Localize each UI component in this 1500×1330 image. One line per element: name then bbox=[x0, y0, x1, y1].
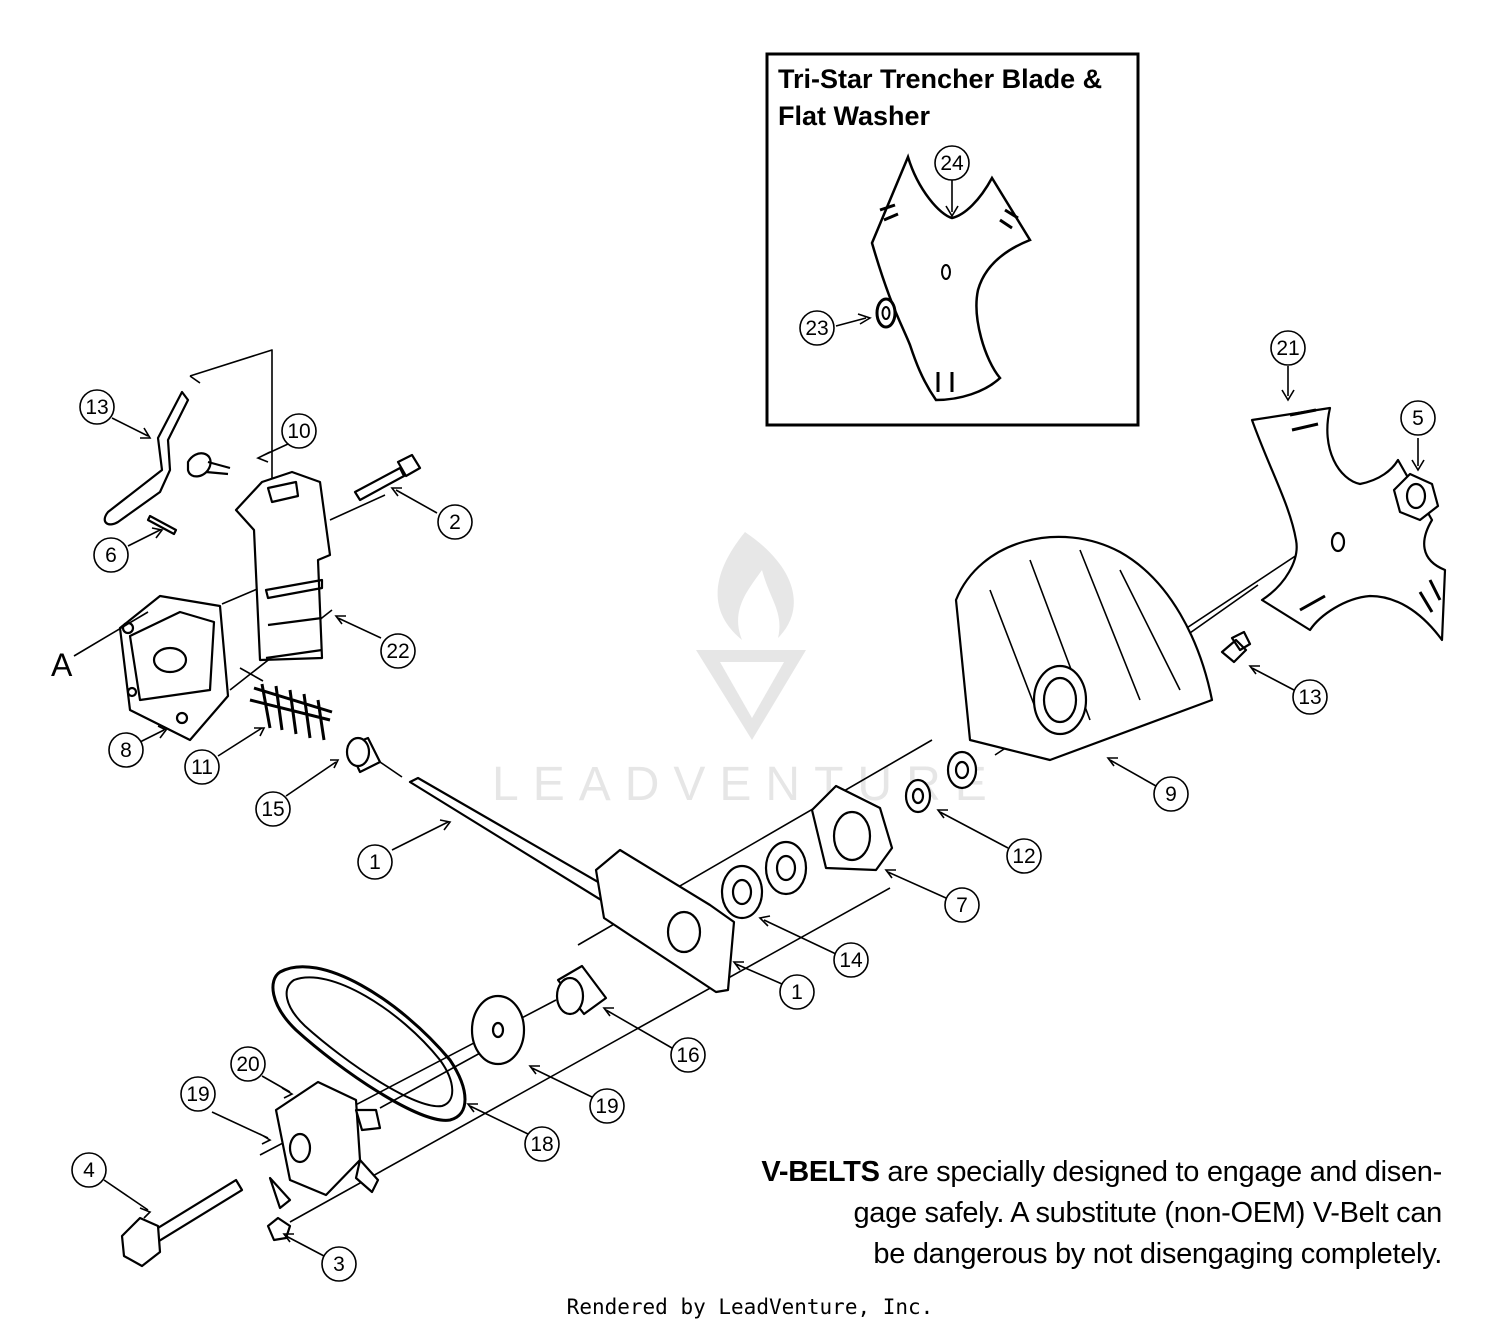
blade-21 bbox=[1250, 406, 1447, 642]
plate-1 bbox=[594, 848, 736, 994]
callout-number: 2 bbox=[449, 511, 461, 534]
callout-number: 11 bbox=[191, 756, 213, 779]
note-line1: are specially designed to engage and dis… bbox=[879, 1156, 1442, 1188]
callout-number: 5 bbox=[1412, 407, 1424, 430]
callout-number: 20 bbox=[236, 1053, 259, 1076]
callout-11 bbox=[184, 749, 220, 785]
handle-rod-15 bbox=[103, 390, 190, 526]
callout-5 bbox=[1400, 400, 1436, 436]
callout-1b bbox=[779, 974, 815, 1010]
callout-2 bbox=[437, 504, 473, 540]
callout-number: 7 bbox=[956, 894, 968, 917]
callout-13 bbox=[1292, 679, 1328, 715]
callout-number: 23 bbox=[805, 317, 828, 340]
watermark-text: LEADVENTURE bbox=[492, 758, 1001, 811]
cotter-pin-6 bbox=[146, 514, 178, 536]
v-belt-safety-note: V-BELTS are specially designed to engage… bbox=[742, 1152, 1442, 1275]
callout-9 bbox=[1153, 776, 1189, 812]
callout-number: 18 bbox=[530, 1133, 553, 1156]
callout-number: 6 bbox=[105, 544, 117, 567]
clip-10 bbox=[186, 452, 231, 478]
idler-20 bbox=[274, 1080, 362, 1197]
callout-number: 13 bbox=[85, 396, 108, 419]
callout-number: 10 bbox=[287, 420, 310, 443]
spring-11 bbox=[249, 683, 333, 741]
bolt-4 bbox=[146, 1178, 244, 1246]
note-bold-term: V-BELTS bbox=[761, 1156, 880, 1188]
callout-number: 8 bbox=[120, 739, 132, 762]
callout-number: 19 bbox=[186, 1083, 209, 1106]
bracket-22 bbox=[234, 470, 332, 662]
callout-number: 14 bbox=[839, 949, 863, 972]
callout-17 bbox=[255, 791, 291, 827]
watermark-v-logo-icon bbox=[696, 650, 806, 740]
callout-number: 1 bbox=[791, 981, 803, 1004]
callout-number: 12 bbox=[1012, 845, 1035, 868]
callout-16 bbox=[670, 1037, 706, 1073]
footer-credit: Rendered by LeadVenture, Inc. bbox=[566, 1295, 934, 1319]
callout-19a bbox=[589, 1088, 625, 1124]
callout-number: 22 bbox=[386, 640, 409, 663]
callout-15 bbox=[79, 389, 115, 425]
callout-number: 16 bbox=[676, 1044, 699, 1067]
callout-22 bbox=[380, 633, 416, 669]
belt-18 bbox=[271, 965, 467, 1122]
callout-23 bbox=[799, 310, 835, 346]
watermark: LEADVENTURE bbox=[492, 532, 1001, 811]
callout-19b bbox=[180, 1076, 216, 1112]
inset-box: Tri-Star Trencher Blade & Flat Washer bbox=[765, 52, 1140, 427]
callout-12 bbox=[1006, 838, 1042, 874]
callout-14 bbox=[833, 942, 869, 978]
reference-label-a: A bbox=[51, 647, 73, 683]
callout-21 bbox=[1270, 330, 1306, 366]
callout-number: 15 bbox=[261, 798, 284, 821]
callout-number: 1 bbox=[369, 851, 381, 874]
callout-number: 9 bbox=[1165, 783, 1177, 806]
callout-8 bbox=[108, 732, 144, 768]
callout-number: 13 bbox=[1298, 686, 1321, 709]
callout-4 bbox=[71, 1152, 107, 1188]
inset-title-line1: Tri-Star Trencher Blade & bbox=[778, 64, 1102, 94]
callout-number: 21 bbox=[1276, 337, 1299, 360]
callout-number: 3 bbox=[333, 1253, 345, 1276]
note-line2: gage safely. A substitute (non-OEM) V-Be… bbox=[853, 1197, 1442, 1229]
inset-title-line2: Flat Washer bbox=[778, 101, 931, 131]
note-line3: be dangerous by not disengaging complete… bbox=[873, 1238, 1442, 1270]
callout-number: 24 bbox=[940, 152, 964, 175]
callout-7 bbox=[944, 887, 980, 923]
callout-number: 19 bbox=[595, 1095, 618, 1118]
exploded-assembly bbox=[103, 349, 1447, 1268]
leader-lines bbox=[73, 180, 1425, 1257]
bolt-13 bbox=[1220, 630, 1252, 664]
watermark-flame-icon bbox=[717, 532, 794, 640]
callout-1a bbox=[357, 844, 393, 880]
bolt-2 bbox=[353, 453, 422, 502]
guard-9 bbox=[954, 535, 1214, 762]
inset-blade-icon bbox=[870, 153, 1032, 402]
callout-6 bbox=[93, 537, 129, 573]
callout-18 bbox=[524, 1126, 560, 1162]
callout-24 bbox=[934, 145, 970, 181]
callout-20 bbox=[230, 1046, 266, 1082]
callouts bbox=[71, 145, 1436, 1282]
callout-3 bbox=[321, 1246, 357, 1282]
callout-numbers: 13 10 2 6 22 8 11 15 1 1 14 7 12 9 13 21… bbox=[83, 152, 1424, 1276]
callout-number: 4 bbox=[83, 1159, 95, 1182]
callout-10 bbox=[281, 413, 317, 449]
